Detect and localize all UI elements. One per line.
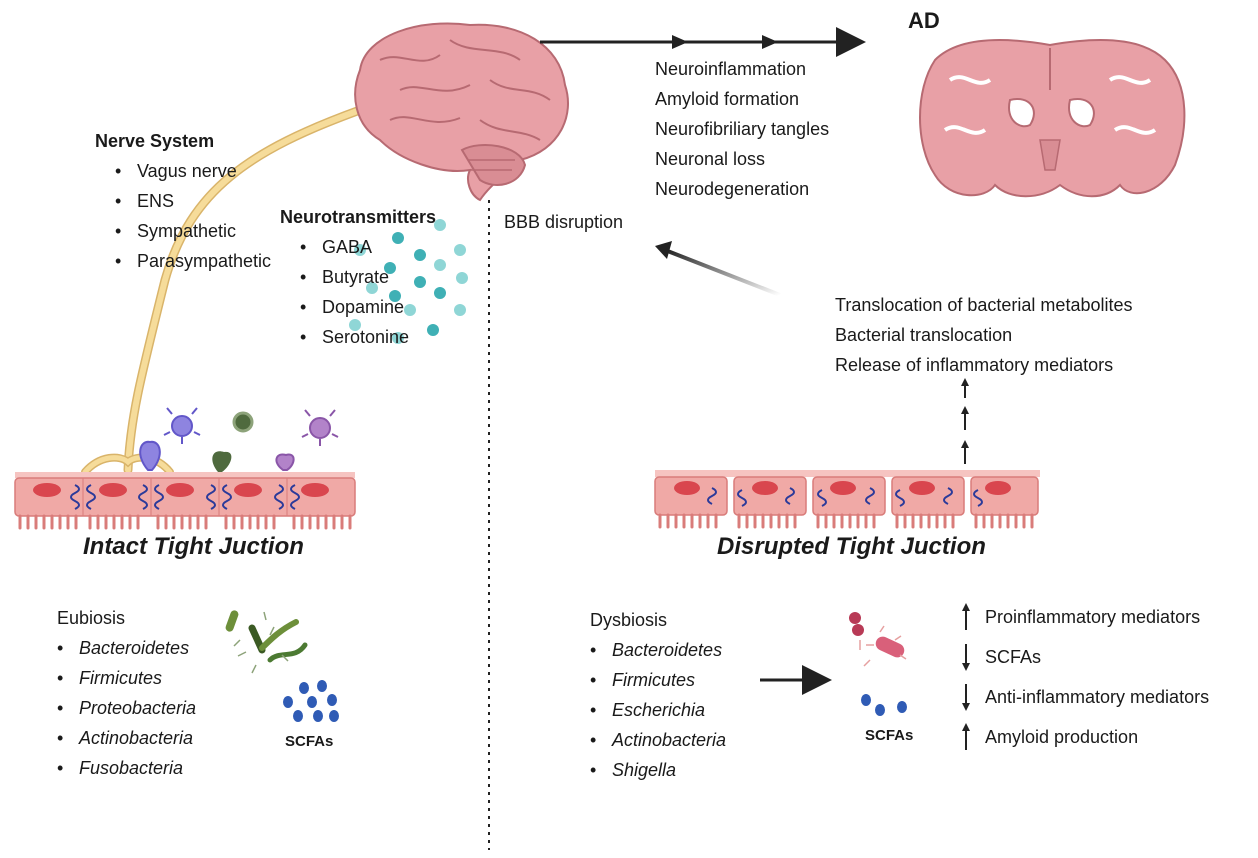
effect-item: Amyloid production — [955, 717, 1209, 757]
bbb-arrow — [655, 241, 781, 297]
disrupted-epithelium — [654, 470, 1040, 529]
brain-effect-item: Amyloid formation — [655, 89, 800, 109]
brain-effect-item: Neuroinflammation — [655, 59, 807, 79]
dysbiosis-item: Actinobacteria — [590, 725, 726, 755]
ad-brain-illustration — [919, 39, 1186, 198]
dysbiosis-title: Dysbiosis — [590, 610, 668, 630]
down-arrow-icon — [962, 644, 970, 671]
effect-label: Proinflammatory mediators — [985, 607, 1201, 627]
immune-cells — [139, 407, 339, 472]
neurotransmitter-item: GABA — [300, 232, 436, 262]
upward-leak-arrows — [961, 378, 969, 464]
dysbiosis-block: Dysbiosis Bacteroidetes Firmicutes Esche… — [590, 605, 726, 785]
scfa-label-eubiosis: SCFAs — [285, 733, 334, 750]
translocation-item: Translocation of bacterial metabolites — [835, 295, 1133, 315]
intact-caption: Intact Tight Juction — [83, 533, 304, 560]
nerve-system-item: ENS — [115, 186, 271, 216]
up-arrow-icon — [962, 603, 970, 630]
neurotransmitters-list: GABA Butyrate Dopamine Serotonine — [300, 232, 436, 352]
eubiosis-list: Bacteroidetes Firmicutes Proteobacteria … — [57, 633, 196, 783]
disrupted-caption: Disrupted Tight Juction — [717, 533, 986, 560]
dysbiosis-item: Bacteroidetes — [590, 635, 726, 665]
neurotransmitter-item: Dopamine — [300, 292, 436, 322]
neurotransmitter-item: Serotonine — [300, 322, 436, 352]
eubiosis-item: Actinobacteria — [57, 723, 196, 753]
eubiosis-item: Bacteroidetes — [57, 633, 196, 663]
effect-item: SCFAs — [955, 637, 1209, 677]
ad-label: AD — [908, 8, 940, 33]
effect-item: Proinflammatory mediators — [955, 597, 1209, 637]
dysbiosis-effects-list: Proinflammatory mediators SCFAs Anti-inf… — [955, 597, 1209, 757]
intact-epithelium — [14, 472, 356, 530]
nerve-system-title: Nerve System — [95, 131, 215, 151]
brain-to-ad-arrow — [540, 27, 866, 57]
effect-label: SCFAs — [985, 647, 1042, 667]
nerve-system-block: Nerve System Vagus nerve ENS Sympathetic… — [95, 126, 271, 276]
dysbiosis-item: Shigella — [590, 755, 726, 785]
bbb-disruption-label: BBB disruption — [504, 212, 624, 232]
neurotransmitters-block: Neurotransmitters GABA Butyrate Dopamine… — [280, 202, 436, 352]
brain-illustration — [354, 22, 569, 202]
effect-label: Amyloid production — [985, 727, 1139, 747]
down-arrow-icon — [962, 684, 970, 711]
brain-effect-item: Neurodegeneration — [655, 179, 810, 199]
scfa-dots-eubiosis — [283, 680, 339, 722]
nerve-system-item: Parasympathetic — [115, 246, 271, 276]
dysbiosis-item: Escherichia — [590, 695, 726, 725]
effect-label: Anti-inflammatory mediators — [985, 687, 1210, 707]
up-arrow-icon — [962, 723, 970, 750]
neurotransmitters-title: Neurotransmitters — [280, 207, 437, 227]
dysbiosis-bacteria — [849, 612, 907, 667]
nerve-system-list: Vagus nerve ENS Sympathetic Parasympathe… — [115, 156, 271, 276]
brain-effect-item: Neurofibriliary tangles — [655, 119, 830, 139]
dysbiosis-list: Bacteroidetes Firmicutes Escherichia Act… — [590, 635, 726, 785]
translocation-item: Release of inflammatory mediators — [835, 355, 1114, 375]
scfa-dots-dysbiosis — [861, 694, 907, 716]
eubiosis-item: Proteobacteria — [57, 693, 196, 723]
brain-effect-item: Neuronal loss — [655, 149, 766, 169]
eubiosis-title: Eubiosis — [57, 608, 126, 628]
nerve-system-item: Vagus nerve — [115, 156, 271, 186]
brain-effects-list: Neuroinflammation Amyloid formation Neur… — [655, 54, 829, 204]
neurotransmitter-item: Butyrate — [300, 262, 436, 292]
eubiosis-bacteria — [225, 610, 308, 674]
eubiosis-block: Eubiosis Bacteroidetes Firmicutes Proteo… — [57, 603, 196, 783]
eubiosis-item: Fusobacteria — [57, 753, 196, 783]
translocation-item: Bacterial translocation — [835, 325, 1013, 345]
translocation-list: Translocation of bacterial metabolites B… — [835, 290, 1132, 380]
effect-item: Anti-inflammatory mediators — [955, 677, 1209, 717]
eubiosis-item: Firmicutes — [57, 663, 196, 693]
scfa-label-dysbiosis: SCFAs — [865, 727, 914, 744]
dysbiosis-item: Firmicutes — [590, 665, 726, 695]
nerve-system-item: Sympathetic — [115, 216, 271, 246]
